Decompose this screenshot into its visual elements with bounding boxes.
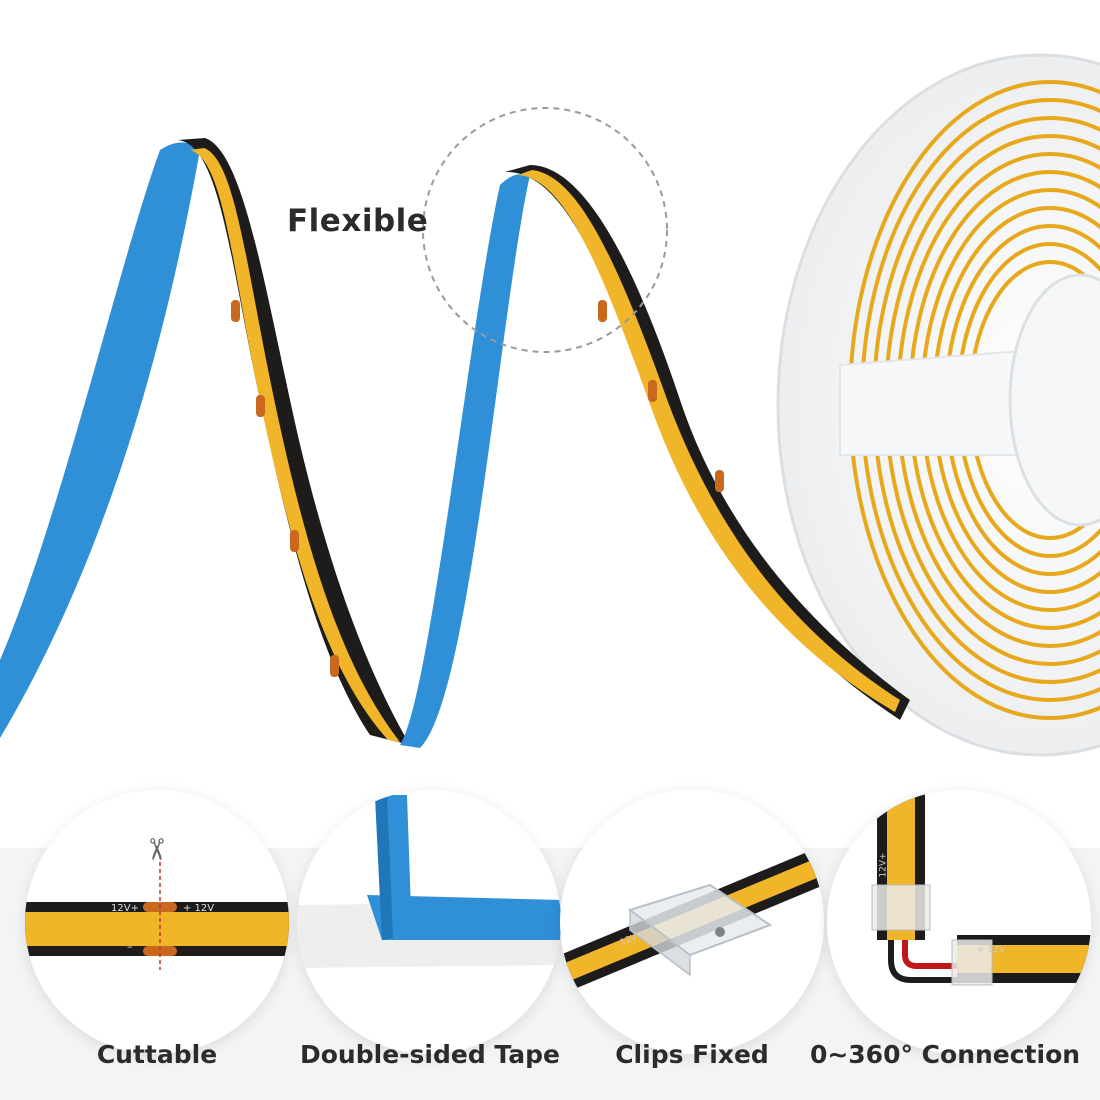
feature-tape-circle <box>297 790 561 1054</box>
caption-double-sided-tape: Double-sided Tape <box>300 1040 560 1069</box>
scissors-icon: ✂ <box>138 836 174 863</box>
flexible-highlight-circle <box>422 107 668 353</box>
led-strip-left <box>178 138 410 745</box>
feature-cuttable-circle: ✂ 12V+ + 12V – <box>25 790 289 1054</box>
tape-backing-left <box>0 142 200 738</box>
led-strip-reel <box>776 53 1100 757</box>
caption-cuttable: Cuttable <box>96 1040 218 1069</box>
strip-label-vertical: 12V+ <box>878 852 889 878</box>
flexible-label: Flexible <box>287 203 429 239</box>
strip-label-left: 12V+ <box>111 903 139 914</box>
feature-connection-circle: 12V+ + 12V <box>827 790 1091 1054</box>
caption-clips-fixed: Clips Fixed <box>615 1040 769 1069</box>
strip-label-horizontal: + 12V <box>977 945 1006 955</box>
strip-label-minus: – <box>127 940 133 953</box>
caption-connection: 0~360° Connection <box>809 1040 1081 1069</box>
feature-clips-circle: 12V+ <box>560 790 824 1054</box>
strip-label-right: + 12V <box>183 903 215 914</box>
tape-backing-middle <box>400 173 530 749</box>
hero-illustration <box>0 53 1100 757</box>
